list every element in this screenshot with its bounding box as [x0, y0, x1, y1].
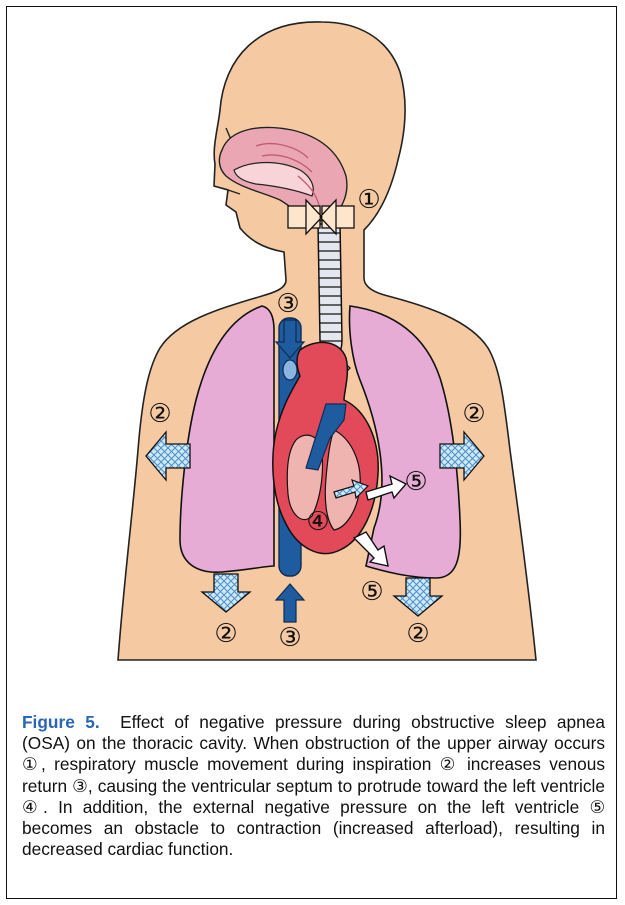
marker-1-airway: ①: [357, 185, 380, 215]
marker-2-bottom-right: ②: [406, 619, 429, 649]
marker-3-bottom: ③: [278, 623, 301, 653]
figure-caption: Figure 5. Effect of negative pressure du…: [22, 712, 605, 860]
marker-2-bottom-left: ②: [214, 619, 237, 649]
marker-2-right: ②: [462, 399, 485, 429]
marker-5-upper: ⑤: [404, 467, 427, 497]
marker-4-septum: ④: [306, 507, 329, 537]
marker-3-top: ③: [276, 289, 299, 319]
figure-caption-text: Effect of negative pressure during obstr…: [22, 712, 605, 859]
osa-thorax-illustration: ① ② ② ② ② ③ ③ ④ ⑤ ⑤: [0, 0, 625, 680]
vena-cava-node: [283, 360, 297, 380]
marker-2-left: ②: [148, 399, 171, 429]
marker-5-lower: ⑤: [360, 577, 383, 607]
figure-label: Figure 5.: [22, 712, 100, 732]
